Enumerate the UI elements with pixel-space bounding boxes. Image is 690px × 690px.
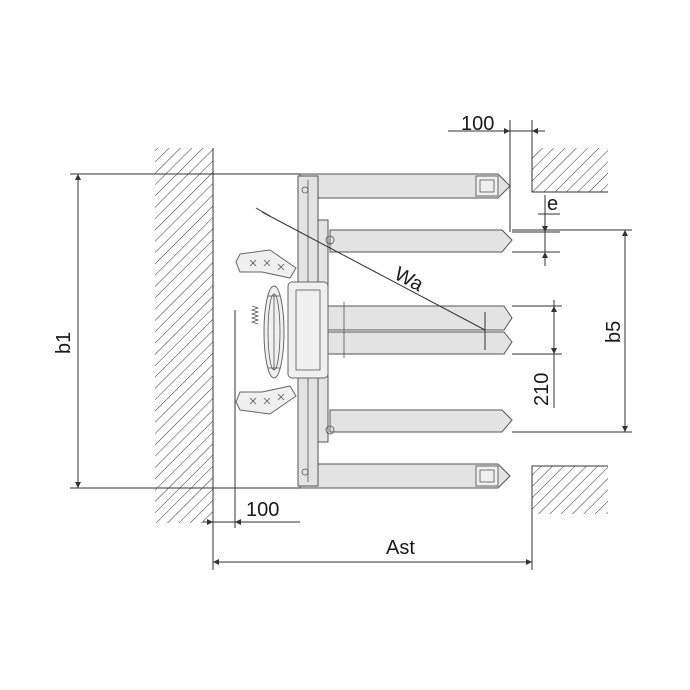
tiller-handle-upper [235, 249, 297, 279]
dimension-e: e [512, 193, 560, 266]
bottom-right-wall-edge [531, 465, 608, 514]
b1-label: b1 [53, 332, 75, 354]
pallet-bottom-fork [299, 463, 511, 489]
truck-fork-upper [327, 305, 513, 331]
truck-body [250, 281, 329, 379]
pallet-top-fork [299, 173, 511, 199]
dimension-fork-gap: 210 [512, 300, 562, 408]
top-right-wall-edge [531, 148, 608, 193]
dimension-b5: b5 [512, 229, 632, 433]
tiller-handle-lower [235, 385, 297, 415]
b5-label: b5 [603, 321, 625, 343]
pallet-fork-upper [329, 229, 513, 253]
dimension-b1: b1 [53, 173, 300, 489]
dimension-clearance-top: 100 [448, 113, 545, 232]
fork-gap-label: 210 [531, 373, 553, 406]
dimension-clearance-bottom: 100 [203, 310, 300, 528]
left-wall-hatch [155, 148, 213, 523]
wa-label: Wa [391, 263, 428, 297]
dimension-ast: Ast [212, 488, 533, 570]
pallet-fork-lower [329, 409, 513, 433]
e-label: e [547, 193, 558, 215]
bottom-right-wall-hatch [532, 466, 608, 514]
top-right-wall-hatch [532, 148, 608, 192]
clearance-top-label: 100 [461, 113, 494, 135]
clearance-bottom-label: 100 [246, 499, 279, 521]
truck-fork-lower [327, 331, 513, 355]
ast-label: Ast [386, 537, 415, 559]
